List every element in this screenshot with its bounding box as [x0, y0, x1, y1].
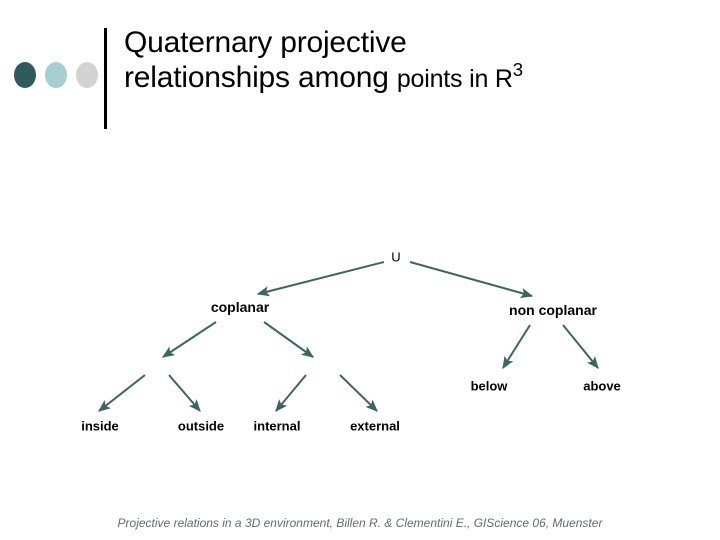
title-line-2-large: relationships among — [124, 60, 397, 94]
tree-node-above: above — [583, 378, 621, 394]
title-vertical-rule — [104, 28, 107, 129]
tree-node-internal: internal — [253, 418, 301, 434]
tree-edge-j2-to-external — [339, 374, 378, 412]
tree-edge-j2-to-internal — [275, 374, 307, 412]
tree-edge-root-to-coplanar — [256, 261, 385, 297]
decorative-dots — [14, 62, 102, 88]
footer-citation: Projective relations in a 3D environment… — [117, 516, 603, 530]
decorative-dot-teal — [45, 62, 67, 88]
tree-edge-j1-to-outside — [168, 374, 201, 412]
title-line-2: relationships among points in R3 — [124, 60, 710, 94]
title-superscript-3: 3 — [512, 58, 523, 80]
title-line-2-small: points in R — [396, 64, 513, 93]
tree-node-external: external — [350, 418, 400, 434]
tree-node-root: U — [391, 249, 401, 265]
tree-edge-coplanar-to-j2 — [263, 321, 314, 358]
page-title: Quaternary projective relationships amon… — [124, 26, 710, 132]
tree-edge-noncoplanar-to-above — [562, 324, 599, 369]
tree-edge-root-to-noncoplanar — [409, 261, 534, 299]
tree-edge-noncoplanar-to-below — [502, 324, 531, 370]
title-line-1: Quaternary projective — [124, 26, 407, 59]
tree-node-noncoplanar: non coplanar — [509, 302, 597, 318]
tree-node-outside: outside — [177, 418, 225, 434]
decorative-dot-dark — [14, 62, 36, 88]
tree-node-below: below — [470, 378, 508, 394]
tree-edge-coplanar-to-j1 — [161, 321, 217, 358]
tree-node-coplanar: coplanar — [210, 299, 270, 315]
tree-node-inside: inside — [81, 418, 119, 434]
decorative-dot-gray — [76, 62, 98, 88]
tree-edge-j1-to-inside — [98, 374, 146, 412]
